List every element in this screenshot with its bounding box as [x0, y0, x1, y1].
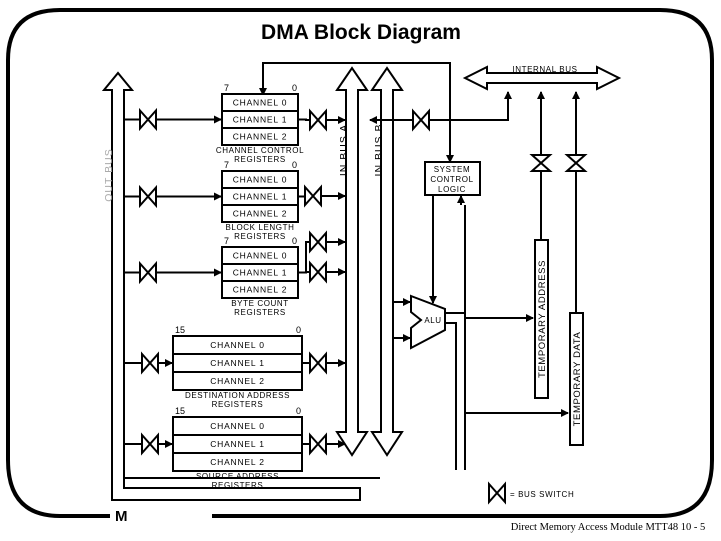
bus-switch-icon	[141, 432, 159, 456]
register-group-label: REGISTERS	[212, 400, 264, 409]
bus-switch-icon	[304, 184, 322, 208]
in-bus-b	[370, 66, 404, 457]
channel-register-1: CHANNEL 1	[233, 268, 288, 278]
msb-label: 7	[224, 83, 229, 93]
channel-register-0: CHANNEL 0	[210, 421, 265, 431]
bus-switch-icon	[529, 154, 553, 172]
msb-label: 7	[224, 236, 229, 246]
register-group-label: REGISTERS	[234, 232, 286, 241]
temporary-address-label: TEMPORARY ADDRESS	[537, 260, 548, 378]
register-block	[221, 246, 299, 299]
footer-caption: Direct Memory Access Module MTT48 10 - 5	[511, 522, 706, 533]
control-line	[262, 62, 451, 160]
legend: = BUS SWITCH	[488, 481, 574, 505]
register-group-label: DESTINATION ADDRESS	[185, 391, 290, 400]
out-bus-label: OUT BUS	[103, 148, 115, 201]
channel-register-1: CHANNEL 1	[210, 358, 265, 368]
out-bus	[101, 71, 361, 501]
in-bus-b-label: IN BUS B	[373, 124, 385, 177]
corner-mark: M	[115, 508, 128, 525]
register-group-label: REGISTERS	[212, 481, 264, 490]
msb-label: 15	[175, 325, 185, 335]
temporary-data-register	[569, 312, 584, 446]
page-title: DMA Block Diagram	[261, 21, 461, 44]
register-group-label: REGISTERS	[234, 308, 286, 317]
bus-switch-icon	[309, 108, 327, 132]
channel-register-2: CHANNEL 2	[233, 209, 288, 219]
channel-register-2: CHANNEL 2	[210, 457, 265, 467]
lsb-label: 0	[296, 406, 301, 416]
internal-bus-label: INTERNAL BUS	[512, 65, 577, 74]
channel-register-2: CHANNEL 2	[210, 376, 265, 386]
bus-switch-icon	[139, 260, 157, 285]
register-group-label: BYTE COUNT	[231, 299, 289, 308]
channel-register-1: CHANNEL 1	[233, 192, 288, 202]
channel-register-1: CHANNEL 1	[210, 439, 265, 449]
register-group-label: BLOCK LENGTH	[226, 223, 295, 232]
channel-register-2: CHANNEL 2	[233, 132, 288, 142]
alu-label: ALU	[424, 316, 441, 325]
register-group-label: CHANNEL CONTROL	[216, 146, 304, 155]
bus-switch-icon	[564, 154, 588, 172]
bus-switch-icon	[488, 481, 506, 505]
internal-bus-link	[401, 91, 512, 121]
bus-switch-icon	[309, 260, 327, 284]
bus-switch-icon	[412, 108, 430, 132]
temporary-data-label: TEMPORARY DATA	[572, 332, 583, 427]
bus-switch-icon	[309, 230, 327, 254]
channel-register-1: CHANNEL 1	[233, 115, 288, 125]
legend-label: = BUS SWITCH	[510, 490, 574, 499]
bus-switch-icon	[139, 184, 157, 209]
register-group-label: SOURCE ADDRESS	[196, 472, 279, 481]
system-control-label: LOGIC	[438, 185, 466, 194]
bus-switch-icon	[309, 351, 327, 375]
msb-label: 7	[224, 160, 229, 170]
register-group-label: REGISTERS	[234, 155, 286, 164]
msb-label: 15	[175, 406, 185, 416]
system-control-label: SYSTEM	[434, 165, 471, 174]
channel-register-0: CHANNEL 0	[233, 175, 288, 185]
register-block	[221, 93, 299, 146]
lsb-label: 0	[292, 160, 297, 170]
channel-register-0: CHANNEL 0	[233, 98, 288, 108]
in-bus-a-label: IN BUS A	[338, 124, 350, 176]
lsb-label: 0	[292, 236, 297, 246]
in-bus-a	[335, 66, 369, 457]
bus-switch-icon	[139, 107, 157, 132]
slide-frame	[6, 8, 714, 518]
system-control-label: CONTROL	[430, 175, 473, 184]
internal-bus	[462, 65, 622, 91]
lsb-label: 0	[292, 83, 297, 93]
channel-register-2: CHANNEL 2	[233, 285, 288, 295]
channel-register-0: CHANNEL 0	[210, 340, 265, 350]
channel-register-0: CHANNEL 0	[233, 251, 288, 261]
register-group: CHANNEL 0 CHANNEL 1 CHANNEL 2 15 0DESTINATIO…	[124, 325, 346, 409]
lsb-label: 0	[296, 325, 301, 335]
temporary-address-register	[534, 239, 549, 399]
system-control-logic	[424, 161, 481, 196]
bus-switch-icon	[141, 351, 159, 375]
register-block	[221, 170, 299, 223]
bus-switch-icon	[309, 432, 327, 456]
alu-output	[445, 322, 457, 470]
